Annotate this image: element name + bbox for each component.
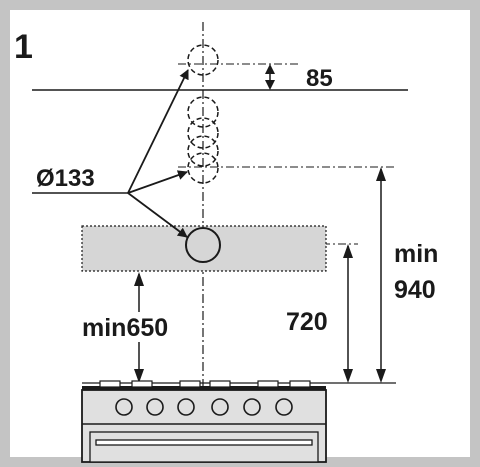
- dim-85-arrow-bottom: [265, 80, 275, 90]
- pan-support-1: [99, 380, 121, 388]
- control-knob-4: [211, 398, 229, 416]
- dim-85-arrow-top: [265, 64, 275, 74]
- pan-support-5: [257, 380, 279, 388]
- duct-diameter-label: Ø133: [36, 165, 95, 192]
- dim-940-arrow-top: [376, 167, 386, 181]
- min-clearance-label-backdrop: [80, 312, 190, 342]
- hood-outlet-circle: [185, 227, 221, 263]
- diameter-arrow-to-top: [127, 69, 189, 194]
- pan-support-2: [131, 380, 153, 388]
- control-knob-5: [243, 398, 261, 416]
- vent-height-label: 85: [306, 65, 333, 92]
- oven-door: [89, 431, 319, 463]
- dim-720-arrow-top: [343, 244, 353, 258]
- control-knob-6: [275, 398, 293, 416]
- pan-support-4: [209, 380, 231, 388]
- dim-650-arrow-top: [134, 272, 144, 286]
- min-clearance-label: min650: [82, 314, 168, 342]
- min-total-prefix: min: [394, 240, 438, 268]
- duct-position-lowest: [187, 152, 219, 184]
- control-knob-2: [146, 398, 164, 416]
- diameter-arrow-to-lower: [127, 170, 188, 194]
- min-total-value: 940: [394, 276, 436, 304]
- cooker: [81, 380, 327, 463]
- duct-position-2: [187, 96, 219, 128]
- dim-650-arrow-bottom: [134, 369, 144, 383]
- pan-support-3: [179, 380, 201, 388]
- hood-height-label: 720: [286, 308, 328, 336]
- oven-door-handle: [95, 439, 313, 446]
- duct-position-4: [187, 135, 219, 167]
- pan-support-6: [289, 380, 311, 388]
- dim-720-arrow-bottom: [343, 369, 353, 383]
- duct-position-top: [187, 44, 219, 76]
- duct-position-3: [187, 117, 219, 149]
- figure-number: 1: [14, 28, 33, 66]
- dim-940-arrow-bottom: [376, 369, 386, 383]
- diameter-arrow-to-outlet: [127, 192, 188, 238]
- control-knob-3: [177, 398, 195, 416]
- control-knob-1: [115, 398, 133, 416]
- cooker-top-rail: [82, 386, 326, 390]
